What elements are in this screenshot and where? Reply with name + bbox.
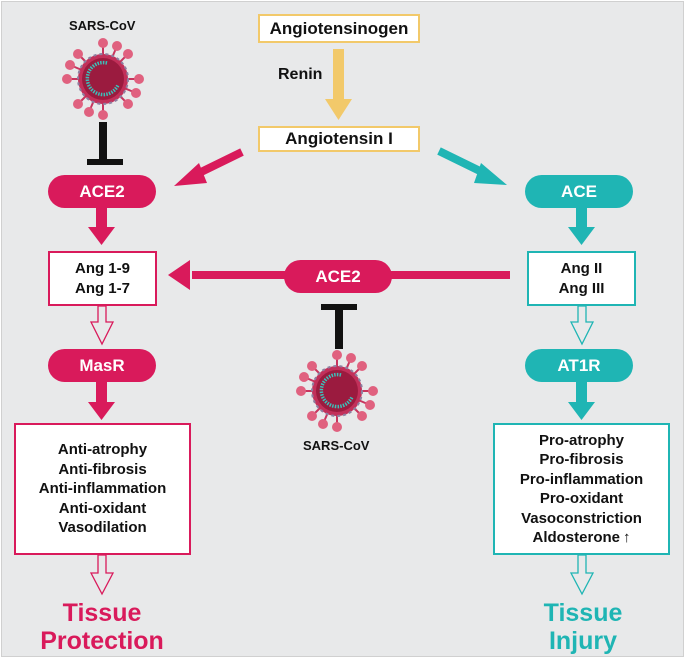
virus-icon-top-left xyxy=(60,36,146,122)
up-arrow-icon: ↑ xyxy=(623,529,631,546)
ang-1-9-label: Ang 1-9 xyxy=(74,260,130,277)
effect-item: Pro-oxidant xyxy=(539,490,624,507)
ace2-pill-center: ACE2 xyxy=(284,260,392,293)
inhibition-bar-icon-center xyxy=(321,304,357,349)
ang17-box: Ang 1-9 Ang 1-7 xyxy=(48,251,157,306)
arrow-to-ace xyxy=(437,147,507,185)
ang-iii-label: Ang III xyxy=(558,279,605,297)
renin-arrow xyxy=(325,49,352,120)
effect-item: Vasodilation xyxy=(58,519,147,537)
outcome-line-1: Tissue xyxy=(543,599,623,627)
effect-item: Vasoconstriction xyxy=(521,509,642,527)
masr-pill: MasR xyxy=(48,349,156,382)
effect-item: Anti-inflammation xyxy=(38,480,167,498)
outcome-line-2: Protection xyxy=(40,627,164,655)
effect-item: Anti-oxidant xyxy=(58,499,147,517)
effect-item: Pro-inflammation xyxy=(519,470,644,488)
arrow-at1r-to-effects xyxy=(568,380,595,420)
renin-label: Renin xyxy=(278,66,323,83)
angiotensinogen-box: Angiotensinogen xyxy=(258,14,420,43)
effect-item: Pro-atrophy xyxy=(538,431,624,449)
at1r-pill: AT1R xyxy=(525,349,633,382)
ace2-label-center: ACE2 xyxy=(315,266,361,286)
tissue-injury-outcome: Tissue Injury xyxy=(513,599,653,655)
hollow-arrow-angii-to-at1r xyxy=(569,305,595,346)
effect-item: Anti-fibrosis xyxy=(58,460,147,478)
angii-box: Ang II Ang III xyxy=(527,251,636,306)
aldosterone-label: Aldosterone xyxy=(532,529,620,546)
effect-item: Pro-fibrosis xyxy=(539,451,624,468)
ang-1-7-label: Ang 1-7 xyxy=(74,279,130,297)
hollow-arrow-to-injury xyxy=(569,554,595,596)
outcome-line-2: Injury xyxy=(548,627,618,655)
effect-item: Anti-atrophy xyxy=(57,441,148,459)
sars-cov-label-top: SARS-CoV xyxy=(69,18,136,33)
sars-cov-label-center: SARS-CoV xyxy=(303,438,370,453)
angiotensinogen-label: Angiotensinogen xyxy=(269,18,409,38)
injury-effects-box: Pro-atrophy Pro-fibrosis Pro-inflammatio… xyxy=(493,423,670,555)
arrow-ace2-to-ang17 xyxy=(88,206,115,245)
arrow-ace-to-angii xyxy=(568,206,595,245)
arrow-masr-to-effects xyxy=(88,380,115,420)
angiotensin-i-box: Angiotensin I xyxy=(258,126,420,152)
at1r-label: AT1R xyxy=(557,355,601,375)
angiotensin-i-label: Angiotensin I xyxy=(285,129,393,148)
ang-ii-label: Ang II xyxy=(560,260,603,277)
ace2-label-left: ACE2 xyxy=(79,181,125,201)
arrow-to-ace2 xyxy=(174,148,244,186)
effect-item-aldosterone: Aldosterone↑ xyxy=(532,528,630,548)
ace-label: ACE xyxy=(561,181,597,201)
outcome-line-1: Tissue xyxy=(62,599,142,627)
ace2-pill-left: ACE2 xyxy=(48,175,156,208)
masr-label: MasR xyxy=(79,355,125,375)
hollow-arrow-to-protection xyxy=(89,554,115,596)
tissue-protection-outcome: Tissue Protection xyxy=(32,599,172,655)
protective-effects-box: Anti-atrophy Anti-fibrosis Anti-inflamma… xyxy=(14,423,191,555)
ace-pill: ACE xyxy=(525,175,633,208)
virus-icon-center xyxy=(294,348,380,434)
inhibition-bar-icon-left xyxy=(87,122,123,165)
hollow-arrow-ang17-to-masr xyxy=(89,305,115,346)
